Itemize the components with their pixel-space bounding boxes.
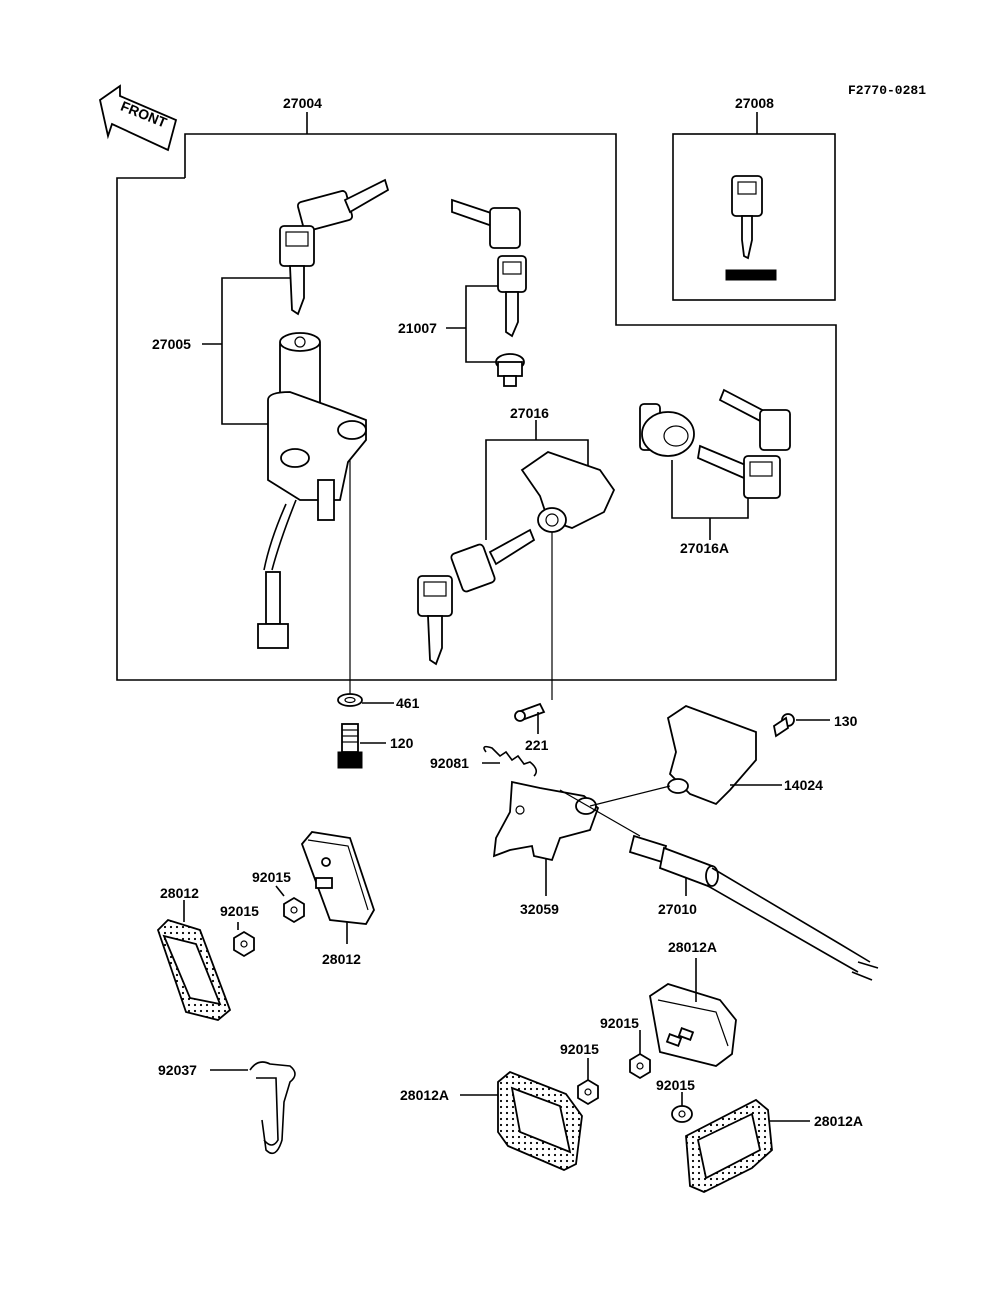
callout-28012A-right: 28012A xyxy=(814,1113,863,1129)
nut-92015-upper: 92015 xyxy=(252,869,305,924)
callout-92015-e: 92015 xyxy=(656,1077,695,1093)
nut-92015-d: 92015 xyxy=(560,1041,599,1106)
callout-28012-b: 28012 xyxy=(322,951,361,967)
reflector-28012A-left: 28012A xyxy=(400,1070,583,1171)
callout-27010: 27010 xyxy=(658,901,697,917)
screw-221: 221 xyxy=(514,702,549,753)
key-21007-icon xyxy=(451,198,527,338)
screw-130: 130 xyxy=(772,713,858,738)
nut-92015-lower: 92015 xyxy=(220,903,259,958)
callout-21007: 21007 xyxy=(398,320,437,336)
callout-27004: 27004 xyxy=(283,95,322,111)
callout-27008: 27008 xyxy=(735,95,774,111)
callout-461: 461 xyxy=(396,695,420,711)
callout-27016: 27016 xyxy=(510,405,549,421)
bolt-120: 120 xyxy=(337,723,414,769)
clip-92037: 92037 xyxy=(158,1061,296,1155)
spring-92081: 92081 xyxy=(430,745,538,777)
callout-28012-a: 28012 xyxy=(160,885,199,901)
lock-21007: 21007 xyxy=(398,198,527,387)
ignition-switch-27005: 27005 xyxy=(152,178,390,694)
callout-92037: 92037 xyxy=(158,1062,197,1078)
callout-92015-c: 92015 xyxy=(600,1015,639,1031)
callout-92015-a: 92015 xyxy=(252,869,291,885)
figure-reference: F2770-0281 xyxy=(848,83,926,98)
blank-key-icon xyxy=(731,175,763,260)
front-arrow-icon: FRONT xyxy=(98,84,178,152)
callout-28012A-top: 28012A xyxy=(668,939,717,955)
reflector-28012A-top: 28012A xyxy=(649,939,737,1067)
callout-32059: 32059 xyxy=(520,901,559,917)
lock-cylinder-27016A: 27016A xyxy=(639,388,791,556)
reflector-28012-right: 28012 xyxy=(300,831,375,967)
callout-221: 221 xyxy=(525,737,549,753)
callout-92015-b: 92015 xyxy=(220,903,259,919)
seat-lock-27016: 27016 xyxy=(417,405,616,700)
ignition-key-icon xyxy=(279,178,390,316)
callout-92081: 92081 xyxy=(430,755,469,771)
bracket-32059: 32059 xyxy=(492,780,671,917)
reflector-28012A-right: 28012A xyxy=(685,1098,863,1193)
nut-92015-e: 92015 xyxy=(656,1077,695,1123)
key-box-27008: 27008 xyxy=(672,95,836,301)
callout-120: 120 xyxy=(390,735,414,751)
key-27016A-icon xyxy=(696,388,791,499)
callout-14024: 14024 xyxy=(784,777,823,793)
nut-92015-c: 92015 xyxy=(600,1015,651,1080)
washer-461: 461 xyxy=(337,693,420,711)
switch-27010: 27010 xyxy=(559,789,879,981)
callout-27016A: 27016A xyxy=(680,540,729,556)
callout-130: 130 xyxy=(834,713,858,729)
key-27016-icon xyxy=(417,528,536,666)
cover-14024: 14024 xyxy=(666,704,823,806)
assembly-frame-27004: 27004 xyxy=(116,95,837,681)
callout-28012A-left: 28012A xyxy=(400,1087,449,1103)
callout-92015-d: 92015 xyxy=(560,1041,599,1057)
callout-27005: 27005 xyxy=(152,336,191,352)
reflector-28012-left: 28012 xyxy=(156,885,232,1021)
